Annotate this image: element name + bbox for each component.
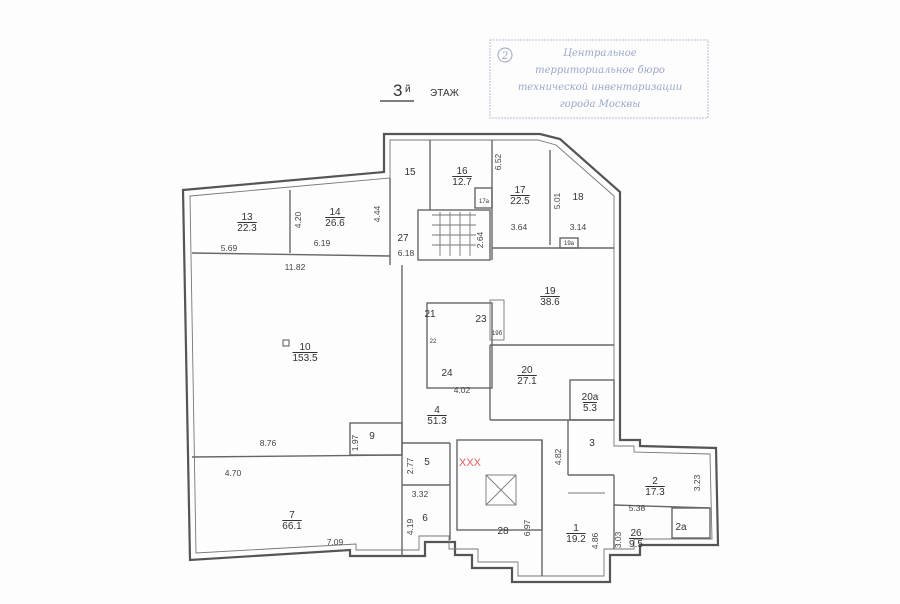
svg-text:2.77: 2.77 [405,457,415,474]
room-6: 6 [422,513,428,524]
svg-text:6.19: 6.19 [314,238,331,248]
svg-text:26.6: 26.6 [325,218,345,229]
svg-text:2.64: 2.64 [475,231,485,248]
svg-text:3.23: 3.23 [692,474,702,491]
svg-text:17.3: 17.3 [645,487,665,498]
svg-text:8.76: 8.76 [260,438,277,448]
room-10: 10 [299,342,311,353]
svg-text:4.82: 4.82 [553,448,563,465]
svg-text:5.69: 5.69 [221,243,238,253]
svg-text:153.5: 153.5 [292,353,317,364]
room-22: 22 [430,339,437,345]
svg-text:51.3: 51.3 [427,416,447,427]
svg-text:3: 3 [393,81,402,100]
svg-text:3.03: 3.03 [613,531,623,548]
svg-text:6.97: 6.97 [522,519,532,536]
room-21: 21 [424,309,436,320]
svg-text:4.20: 4.20 [293,211,303,228]
room-2: 2 [652,476,658,487]
room-4: 4 [434,405,440,416]
room-19a: 19a [564,241,575,247]
room-17: 17 [514,185,526,196]
svg-text:4.86: 4.86 [590,532,600,549]
svg-text:6.18: 6.18 [398,248,415,258]
exterior-walls [181,132,720,584]
svg-text:4.02: 4.02 [454,385,471,395]
svg-text:XXX: XXX [459,457,482,469]
room-labels: 13 22.3 14 26.6 15 16 12.7 17 22.5 17a 1… [237,166,687,550]
svg-text:5.38: 5.38 [629,503,646,513]
floor-title: 3 й ЭТАЖ [380,81,460,102]
dimension-labels: 5.69 6.19 11.82 4.20 4.44 6.18 2.64 6.52… [221,153,702,549]
room-17a: 17a [479,199,490,205]
svg-text:11.82: 11.82 [285,262,306,272]
svg-text:4.44: 4.44 [372,205,382,222]
bti-stamp: 2 Центральное территориальное бюро техни… [489,39,709,119]
svg-text:3.64: 3.64 [511,222,528,232]
room-9: 9 [369,431,375,442]
svg-text:22.5: 22.5 [510,196,530,207]
svg-text:5.3: 5.3 [583,403,597,414]
room-28: 28 [497,526,509,537]
room-19: 19 [544,286,556,297]
svg-text:19.2: 19.2 [566,534,586,545]
room-20a: 20a [582,392,599,403]
svg-text:38.6: 38.6 [540,297,560,308]
room-20: 20 [521,365,533,376]
room-1: 1 [573,523,579,534]
svg-text:4.19: 4.19 [405,518,415,535]
svg-text:27.1: 27.1 [517,376,537,387]
room-5: 5 [424,457,430,468]
svg-text:3.32: 3.32 [412,489,429,499]
svg-text:й: й [405,84,411,95]
svg-text:22.3: 22.3 [237,223,257,234]
svg-text:2: 2 [501,51,508,62]
room-18: 18 [572,192,584,203]
room-26: 26 [630,528,642,539]
svg-text:города Москвы: города Москвы [560,99,641,110]
svg-text:5.01: 5.01 [552,192,562,209]
svg-text:6.52: 6.52 [493,153,503,170]
svg-text:1.97: 1.97 [350,434,360,451]
room-27: 27 [397,233,409,244]
room-13: 13 [241,212,253,223]
svg-text:7.09: 7.09 [327,537,344,547]
svg-text:66.1: 66.1 [282,521,302,532]
svg-text:технической инвентаризации: технической инвентаризации [518,82,682,93]
svg-text:территориальное бюро: территориальное бюро [535,65,665,76]
room-16: 16 [456,166,468,177]
room-3: 3 [589,438,595,449]
svg-text:9.5: 9.5 [629,539,643,550]
interior-walls: XXX [191,140,711,576]
svg-text:12.7: 12.7 [452,177,472,188]
room-7: 7 [289,510,295,521]
room-24: 24 [441,368,453,379]
svg-text:ЭТАЖ: ЭТАЖ [430,88,460,99]
room-23: 23 [475,314,487,325]
svg-text:4.70: 4.70 [225,468,242,478]
room-19b: 19б [492,331,503,337]
room-15: 15 [404,167,416,178]
svg-text:3.14: 3.14 [570,222,587,232]
room-2a: 2a [675,522,687,533]
svg-text:Центральное: Центральное [563,48,636,59]
room-14: 14 [329,207,341,218]
